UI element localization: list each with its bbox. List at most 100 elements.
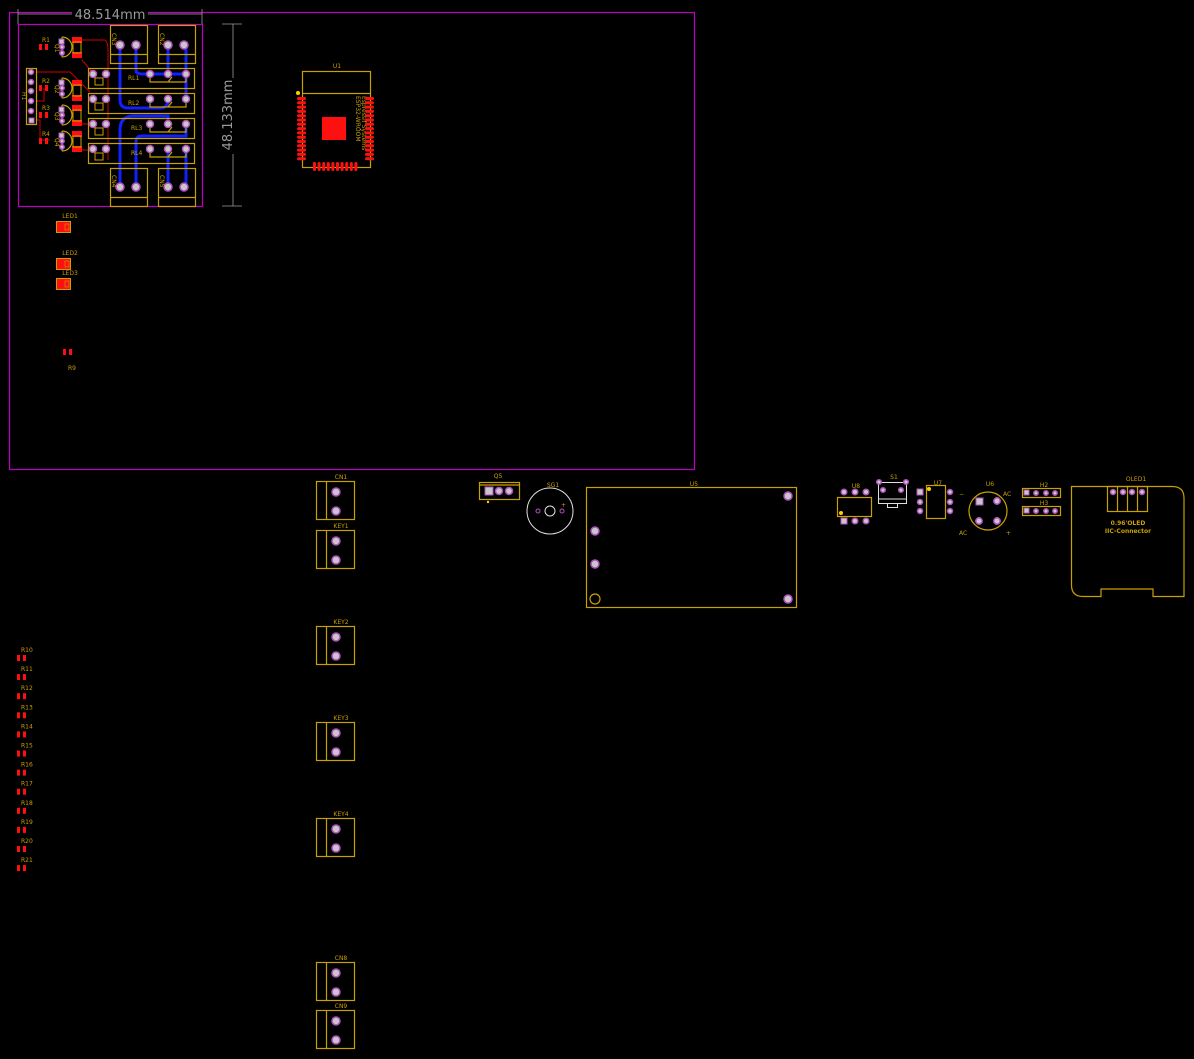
transistor[interactable]: Q4 — [53, 130, 73, 152]
h3-header[interactable]: H3 — [1021, 500, 1062, 517]
u6-ac-top: AC — [1003, 491, 1011, 498]
transistor[interactable]: Q1 — [53, 36, 73, 58]
connector-bottom[interactable]: CN4 — [109, 167, 149, 208]
width-dimension: 48.514mm — [17, 6, 203, 24]
relay[interactable]: RL1 — [87, 67, 196, 90]
u7-ic[interactable]: U7 — [916, 480, 954, 520]
header-h1[interactable]: H1 — [20, 67, 38, 126]
resistor[interactable]: R16 — [17, 762, 33, 776]
u5-module[interactable]: U5 — [585, 481, 798, 609]
diode[interactable] — [72, 37, 82, 58]
relay[interactable]: RL2 — [87, 92, 196, 115]
resistor-label: R17 — [21, 781, 33, 788]
terminal-block[interactable]: CN8 — [315, 955, 356, 1002]
u6-plus: + — [1006, 530, 1011, 537]
r9-label: R9 — [68, 365, 76, 372]
u6-minus: − — [959, 491, 964, 498]
resistor-label: R12 — [21, 685, 33, 692]
q5-label: Q5 — [494, 473, 503, 480]
u1-part-label: ESP32-WROOM — [354, 96, 361, 142]
resistor[interactable]: R17 — [17, 781, 33, 795]
resistor-label: R15 — [21, 743, 33, 750]
diode[interactable] — [72, 105, 82, 126]
connector-label: CN4 — [110, 175, 117, 188]
s1-switch[interactable]: S1 — [875, 474, 910, 508]
resistor-label: R11 — [21, 666, 33, 673]
u1-maker-label: Espressif Systems — [360, 96, 367, 150]
resistor-label: R1 — [42, 37, 50, 44]
relay[interactable]: RL4 — [87, 142, 196, 165]
u1-label: U1 — [333, 63, 341, 70]
header-label: H1 — [20, 92, 27, 101]
resistor[interactable]: R19 — [17, 819, 33, 833]
resistor[interactable]: R1 — [39, 37, 50, 50]
resistor[interactable]: R21 — [17, 857, 33, 872]
relay[interactable]: RL3 — [87, 117, 196, 140]
terminal-block[interactable]: KEY2 — [315, 619, 356, 666]
relay-label: RL3 — [131, 125, 143, 132]
resistor[interactable]: R12 — [17, 685, 33, 700]
connector-label: CN5 — [158, 175, 165, 188]
sg1-buzzer[interactable]: + SG1 — [526, 482, 574, 535]
resistor[interactable]: R2 — [39, 78, 50, 91]
terminal-block[interactable]: KEY1 — [315, 523, 356, 570]
relay-label: RL2 — [128, 100, 140, 107]
resistor[interactable]: R4 — [39, 131, 50, 144]
transistor-label: Q3 — [53, 112, 60, 121]
resistor[interactable]: R13 — [17, 704, 33, 719]
resistor-label: R20 — [21, 838, 33, 845]
oled-label: OLED1 — [1126, 476, 1146, 483]
terminal-block[interactable]: KEY4 — [315, 811, 356, 858]
terminal-block[interactable]: CN1 — [315, 474, 356, 521]
u6-ac-bottom: AC — [959, 530, 967, 537]
resistor[interactable]: R3 — [39, 105, 50, 118]
led-label: LED2 — [62, 250, 78, 257]
h2-header[interactable]: H2 — [1021, 482, 1062, 499]
resistor-label: R16 — [21, 762, 33, 769]
resistor[interactable]: R11 — [17, 666, 33, 681]
terminal-label: CN8 — [335, 955, 348, 962]
relay-label: RL1 — [128, 75, 140, 82]
led[interactable]: LED3 — [56, 270, 78, 290]
transistor[interactable]: Q3 — [53, 104, 73, 126]
diode[interactable] — [72, 80, 82, 101]
resistor-label: R14 — [21, 723, 33, 730]
resistor[interactable]: R20 — [17, 838, 33, 852]
terminal-block[interactable]: KEY3 — [315, 715, 356, 762]
u6-bridge-rectifier[interactable]: U6 − AC AC + — [959, 481, 1011, 537]
led[interactable]: LED1 — [56, 213, 78, 233]
resistor[interactable]: R14 — [17, 723, 33, 738]
u5-label: U5 — [690, 481, 698, 488]
u8-ic[interactable]: U8 — [836, 483, 873, 525]
u7-label: U7 — [934, 480, 942, 487]
diode[interactable] — [72, 131, 82, 152]
terminal-block[interactable]: CN9 — [315, 1003, 356, 1050]
connector-top[interactable]: CN3 — [109, 24, 149, 65]
bottom-traces — [118, 45, 188, 187]
resistor-label: R4 — [42, 131, 50, 138]
resistor-label: R19 — [21, 819, 33, 826]
outer-board-outline — [8, 11, 696, 471]
h2-label: H2 — [1040, 482, 1049, 489]
oled1-display[interactable]: OLED1 0.96'OLED IIC-Connector — [1070, 476, 1185, 598]
resistor[interactable]: R18 — [17, 800, 33, 814]
led[interactable]: LED2 — [56, 250, 78, 270]
width-dimension-label: 48.514mm — [75, 8, 146, 23]
resistor-label: R18 — [21, 800, 33, 807]
u1-pads — [297, 97, 374, 171]
transistor[interactable]: Q2 — [53, 77, 73, 99]
connector-top[interactable]: CN2 — [157, 24, 197, 65]
r9-resistor[interactable]: R9 — [63, 349, 76, 372]
resistor[interactable]: R10 — [17, 647, 33, 661]
connector-bottom[interactable]: CN5 — [157, 167, 197, 208]
height-dimension: 48.133mm — [221, 23, 242, 207]
resistor-label: R21 — [21, 857, 33, 864]
q5-transistor[interactable]: Q5 — [478, 473, 521, 504]
resistor[interactable]: R15 — [17, 743, 33, 757]
u1-esp32-module[interactable]: U1 ESP32-WROOM Espressif Systems — [296, 63, 374, 171]
